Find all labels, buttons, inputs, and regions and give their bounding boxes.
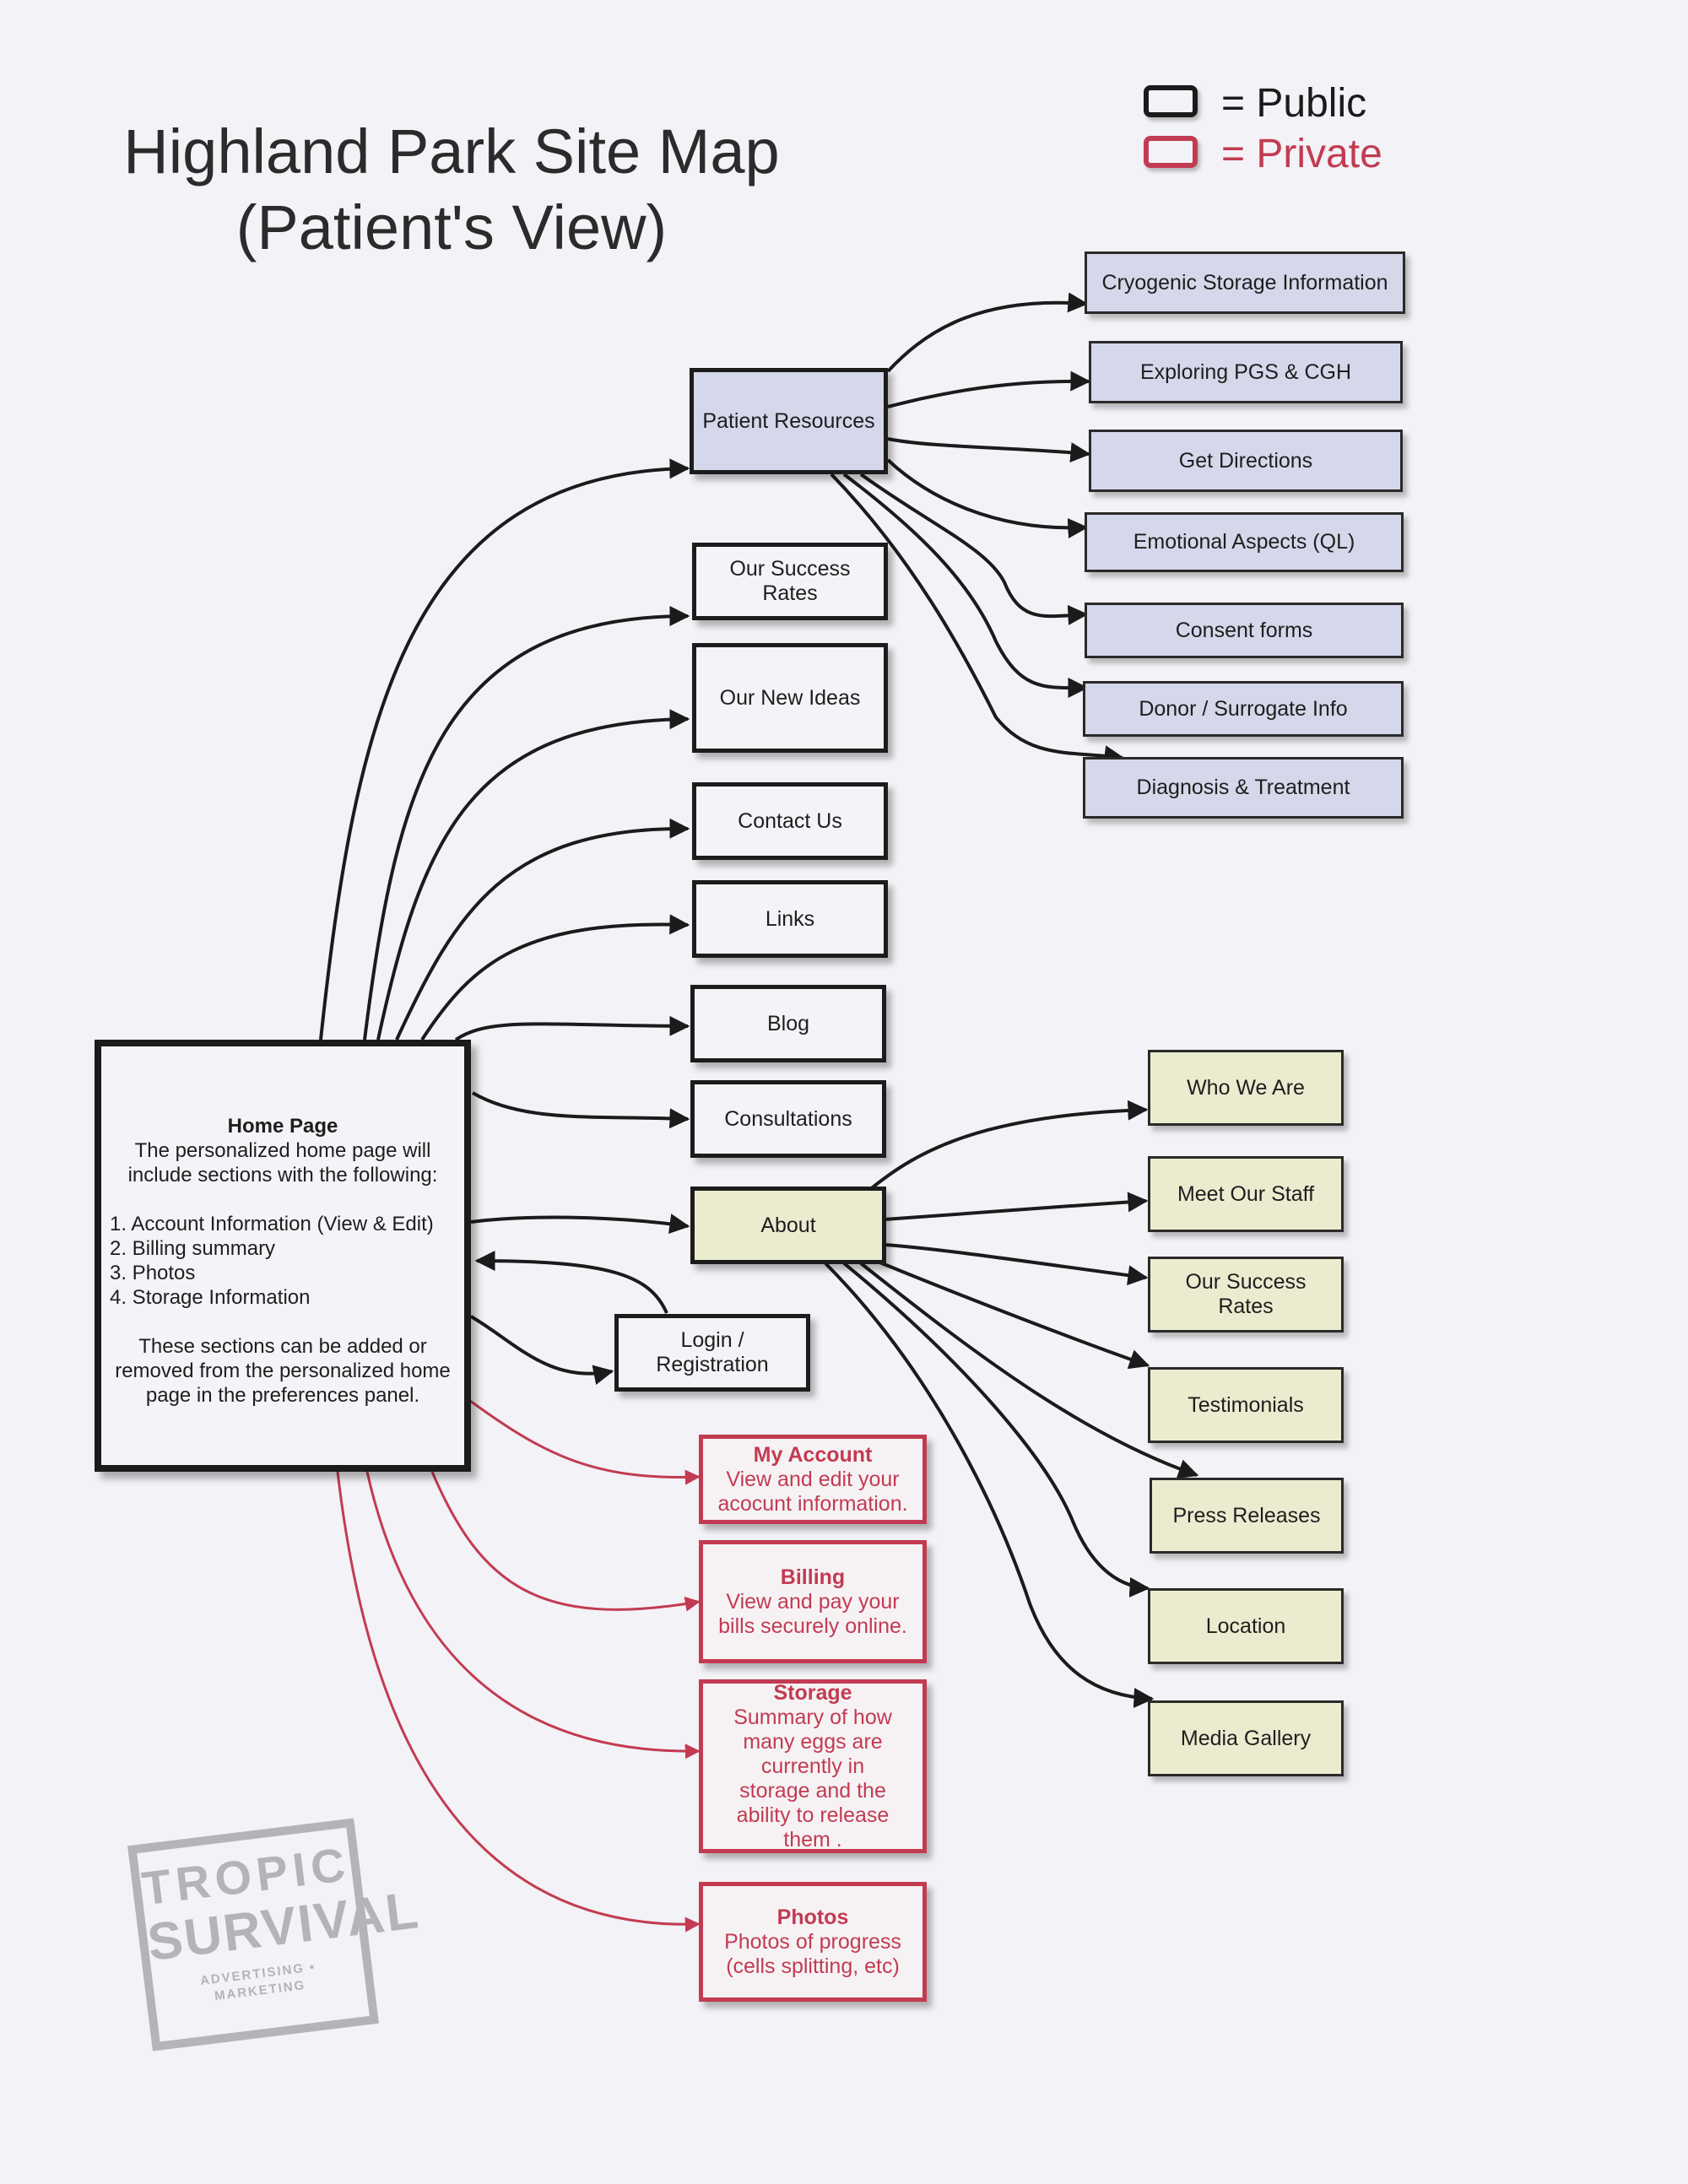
legend-private-label: = Private bbox=[1221, 132, 1382, 176]
home-section-item: 4. Storage Information bbox=[110, 1286, 311, 1309]
my-account-desc: View and edit your acocunt information. bbox=[717, 1467, 908, 1516]
new-ideas-node: Our New Ideas bbox=[692, 643, 888, 753]
title-line-1: Highland Park Site Map bbox=[123, 116, 780, 187]
resource-label: Emotional Aspects (QL) bbox=[1133, 530, 1355, 554]
resource-node: Emotional Aspects (QL) bbox=[1085, 512, 1404, 572]
success-rates-node: Our Success Rates bbox=[692, 543, 888, 620]
home-page-intro: The personalized home page will include … bbox=[127, 1139, 438, 1187]
resource-node: Exploring PGS & CGH bbox=[1089, 341, 1403, 403]
resource-node: Get Directions bbox=[1089, 430, 1403, 492]
about-item-label: Meet Our Staff bbox=[1177, 1181, 1315, 1206]
about-item-node: Testimonials bbox=[1148, 1367, 1344, 1443]
resource-label: Diagnosis & Treatment bbox=[1136, 776, 1350, 799]
resource-node: Donor / Surrogate Info bbox=[1083, 681, 1404, 737]
about-item-node: Who We Are bbox=[1148, 1050, 1344, 1126]
success-rates-label: Our Success Rates bbox=[729, 557, 851, 605]
home-page-node: Home Page The personalized home page wil… bbox=[95, 1040, 471, 1472]
about-item-node: Our Success Rates bbox=[1148, 1257, 1344, 1333]
photos-desc: Photos of progress (cells splitting, etc… bbox=[724, 1929, 901, 1978]
about-item-node: Media Gallery bbox=[1148, 1700, 1344, 1776]
blog-node: Blog bbox=[690, 985, 886, 1062]
home-page-title: Home Page bbox=[227, 1115, 338, 1138]
about-item-node: Meet Our Staff bbox=[1148, 1156, 1344, 1232]
billing-title: Billing bbox=[780, 1565, 846, 1589]
resource-node: Diagnosis & Treatment bbox=[1083, 757, 1404, 819]
public-swatch-icon bbox=[1144, 85, 1198, 117]
resource-node: Cryogenic Storage Information bbox=[1085, 251, 1405, 314]
consultations-label: Consultations bbox=[724, 1106, 852, 1131]
resource-label: Exploring PGS & CGH bbox=[1139, 359, 1352, 384]
login-registration-label: Login / Registration bbox=[656, 1328, 769, 1376]
storage-node: Storage Summary of how many eggs are cur… bbox=[699, 1679, 927, 1853]
consultations-node: Consultations bbox=[690, 1080, 886, 1158]
about-item-label: Testimonials bbox=[1188, 1392, 1304, 1417]
contact-us-label: Contact Us bbox=[738, 808, 842, 833]
about-item-label: Media Gallery bbox=[1180, 1726, 1312, 1750]
links-node: Links bbox=[692, 880, 888, 958]
photos-title: Photos bbox=[776, 1905, 849, 1929]
blog-label: Blog bbox=[766, 1011, 810, 1035]
about-item-label: Press Releases bbox=[1172, 1503, 1321, 1527]
about-item-label: Location bbox=[1205, 1614, 1286, 1638]
legend-public: = Public bbox=[1144, 80, 1422, 131]
resource-label: Donor / Surrogate Info bbox=[1139, 696, 1348, 721]
login-registration-node: Login / Registration bbox=[614, 1314, 810, 1392]
about-label: About bbox=[760, 1213, 816, 1237]
about-item-label: Who We Are bbox=[1187, 1075, 1305, 1100]
new-ideas-label: Our New Ideas bbox=[719, 685, 861, 710]
home-section-item: 2. Billing summary bbox=[110, 1237, 276, 1260]
legend-public-label: = Public bbox=[1221, 81, 1367, 126]
resource-label: Get Directions bbox=[1178, 448, 1313, 473]
page-title: Highland Park Site Map (Patient's View) bbox=[110, 114, 793, 266]
resource-node: Consent forms bbox=[1085, 603, 1404, 658]
legend-private: = Private bbox=[1144, 131, 1422, 181]
my-account-title: My Account bbox=[753, 1442, 873, 1467]
home-section-item: 1. Account Information (View & Edit) bbox=[110, 1213, 434, 1235]
resource-label: Consent forms bbox=[1175, 618, 1313, 642]
photos-node: Photos Photos of progress (cells splitti… bbox=[699, 1882, 927, 2002]
title-line-2: (Patient's View) bbox=[235, 192, 668, 262]
billing-desc: View and pay your bills securely online. bbox=[718, 1589, 907, 1638]
about-item-node: Location bbox=[1148, 1588, 1344, 1664]
home-page-note: These sections can be added or removed f… bbox=[115, 1335, 451, 1407]
about-item-label: Our Success Rates bbox=[1185, 1270, 1307, 1318]
tropic-survival-logo: TROPIC SURVIVAL ADVERTISING • MARKETING bbox=[127, 1818, 423, 2052]
billing-node: Billing View and pay your bills securely… bbox=[699, 1540, 927, 1663]
storage-title: Storage bbox=[773, 1680, 852, 1705]
private-swatch-icon bbox=[1144, 136, 1198, 168]
home-page-sections: 1. Account Information (View & Edit) 2. … bbox=[110, 1212, 456, 1310]
storage-desc: Summary of how many eggs are currently i… bbox=[733, 1705, 892, 1852]
home-section-item: 3. Photos bbox=[110, 1262, 196, 1284]
about-item-node: Press Releases bbox=[1150, 1478, 1344, 1554]
contact-us-node: Contact Us bbox=[692, 782, 888, 860]
resource-label: Cryogenic Storage Information bbox=[1101, 270, 1388, 295]
links-label: Links bbox=[765, 906, 815, 931]
patient-resources-label: Patient Resources bbox=[702, 408, 875, 433]
about-node: About bbox=[690, 1187, 886, 1264]
patient-resources-node: Patient Resources bbox=[690, 368, 888, 474]
my-account-node: My Account View and edit your acocunt in… bbox=[699, 1435, 927, 1524]
